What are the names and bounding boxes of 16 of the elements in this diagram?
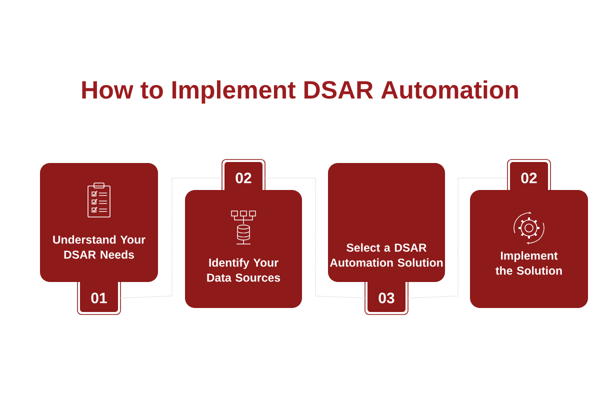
connector-line xyxy=(408,178,508,298)
step-card xyxy=(470,159,588,308)
step-card xyxy=(328,163,445,315)
number-tab: 03 xyxy=(364,277,408,315)
step-card xyxy=(40,163,158,315)
step-label: Understand Your DSAR Needs xyxy=(53,235,146,259)
step-label: Implement the Solution xyxy=(496,251,562,275)
connector-line xyxy=(264,178,366,298)
step-label: Select a DSAR Automation Solution xyxy=(330,243,443,267)
number-tab: 02 xyxy=(507,159,551,197)
connector-line xyxy=(120,178,222,298)
step-card xyxy=(185,159,302,308)
number-tab: 01 xyxy=(77,277,121,315)
number-tab: 02 xyxy=(222,159,266,197)
title: How to Implement DSAR Automation xyxy=(82,80,518,104)
step-label: Identify Your Data Sources xyxy=(207,258,280,282)
